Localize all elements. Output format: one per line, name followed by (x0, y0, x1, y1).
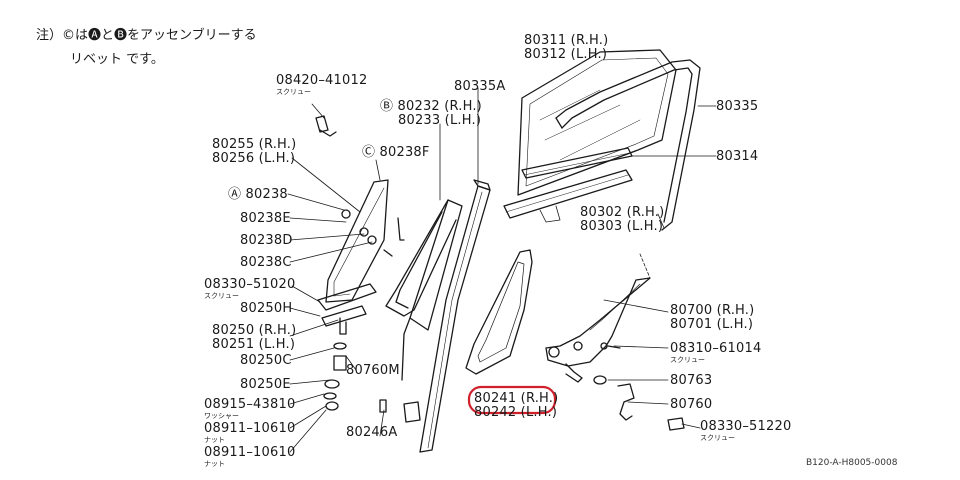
label-80242: 80242 (L.H.) (474, 405, 558, 420)
label-80238E: 80238E (240, 211, 291, 226)
label-screw-3: スクリュー (670, 356, 705, 364)
label-80700: 80700 (R.H.) (670, 303, 755, 318)
figure-code: B120-A-H8005-0008 (806, 458, 898, 468)
label-80246A: 80246A (346, 425, 398, 440)
run-channel-80335 (555, 59, 701, 231)
label-08911-10610-b: 08911–10610 (204, 445, 296, 460)
division-bar-80335A (403, 179, 491, 453)
label-80250: 80250 (R.H.) (212, 323, 297, 338)
label-80760M: 80760M (346, 363, 400, 378)
label-80314: 80314 (716, 149, 759, 164)
label-nut-1: ナット (204, 436, 225, 444)
label-80255: 80255 (R.H.) (212, 137, 297, 152)
label-80311: 80311 (R.H.) (524, 33, 609, 48)
vent-frame-80232 (385, 199, 463, 381)
label-08330-51020: 08330–51020 (204, 277, 296, 292)
regulator-80700 (545, 277, 685, 431)
label-80250E: 80250E (240, 377, 291, 392)
label-washer: ワッシャー (204, 412, 239, 420)
label-80232: Ⓑ 80232 (R.H.) (380, 99, 482, 114)
label-80302: 80302 (R.H.) (580, 205, 665, 220)
leader-lines (287, 87, 717, 453)
glass-channel-80302 (503, 169, 633, 223)
label-80250C: 80250C (240, 353, 292, 368)
label-80251: 80251 (L.H.) (212, 337, 296, 352)
label-08420-41012: 08420–41012 (276, 73, 368, 88)
label-80312: 80312 (L.H.) (524, 47, 608, 62)
label-screw-2: スクリュー (204, 292, 239, 300)
label-80760: 80760 (670, 397, 713, 412)
label-80303: 80303 (L.H.) (580, 219, 664, 234)
label-80238F: Ⓒ 80238F (362, 145, 430, 160)
label-80250H: 80250H (240, 301, 293, 316)
label-80256: 80256 (L.H.) (212, 151, 296, 166)
vent-glass-80255 (325, 179, 389, 303)
label-screw-1: スクリュー (276, 88, 311, 96)
label-08911-10610-a: 08911–10610 (204, 421, 296, 436)
assembly-note-line-1: 注）©は🅐と🅑をアッセンブリーする (36, 28, 257, 43)
assembly-note-line-2: リベット です。 (70, 52, 164, 67)
label-80335A: 80335A (454, 79, 506, 94)
label-80233: 80233 (L.H.) (398, 113, 482, 128)
label-screw-4: スクリュー (700, 434, 735, 442)
label-08310-61014: 08310–61014 (670, 341, 762, 356)
label-80241: 80241 (R.H.) (474, 391, 559, 406)
label-80238C: 80238C (240, 255, 292, 270)
highlight-ring-80241 (467, 385, 557, 415)
vent-hardware (315, 115, 405, 413)
label-nut-2: ナット (204, 460, 225, 468)
window-glass-80311 (517, 49, 677, 196)
label-80238: Ⓐ 80238 (228, 187, 288, 202)
label-80763: 80763 (670, 373, 713, 388)
quarter-glass-80241 (465, 249, 533, 375)
label-80238D: 80238D (240, 233, 293, 248)
label-80335: 80335 (716, 99, 759, 114)
label-08330-51220: 08330–51220 (700, 419, 792, 434)
label-80701: 80701 (L.H.) (670, 317, 754, 332)
label-08915-43810: 08915–43810 (204, 397, 296, 412)
